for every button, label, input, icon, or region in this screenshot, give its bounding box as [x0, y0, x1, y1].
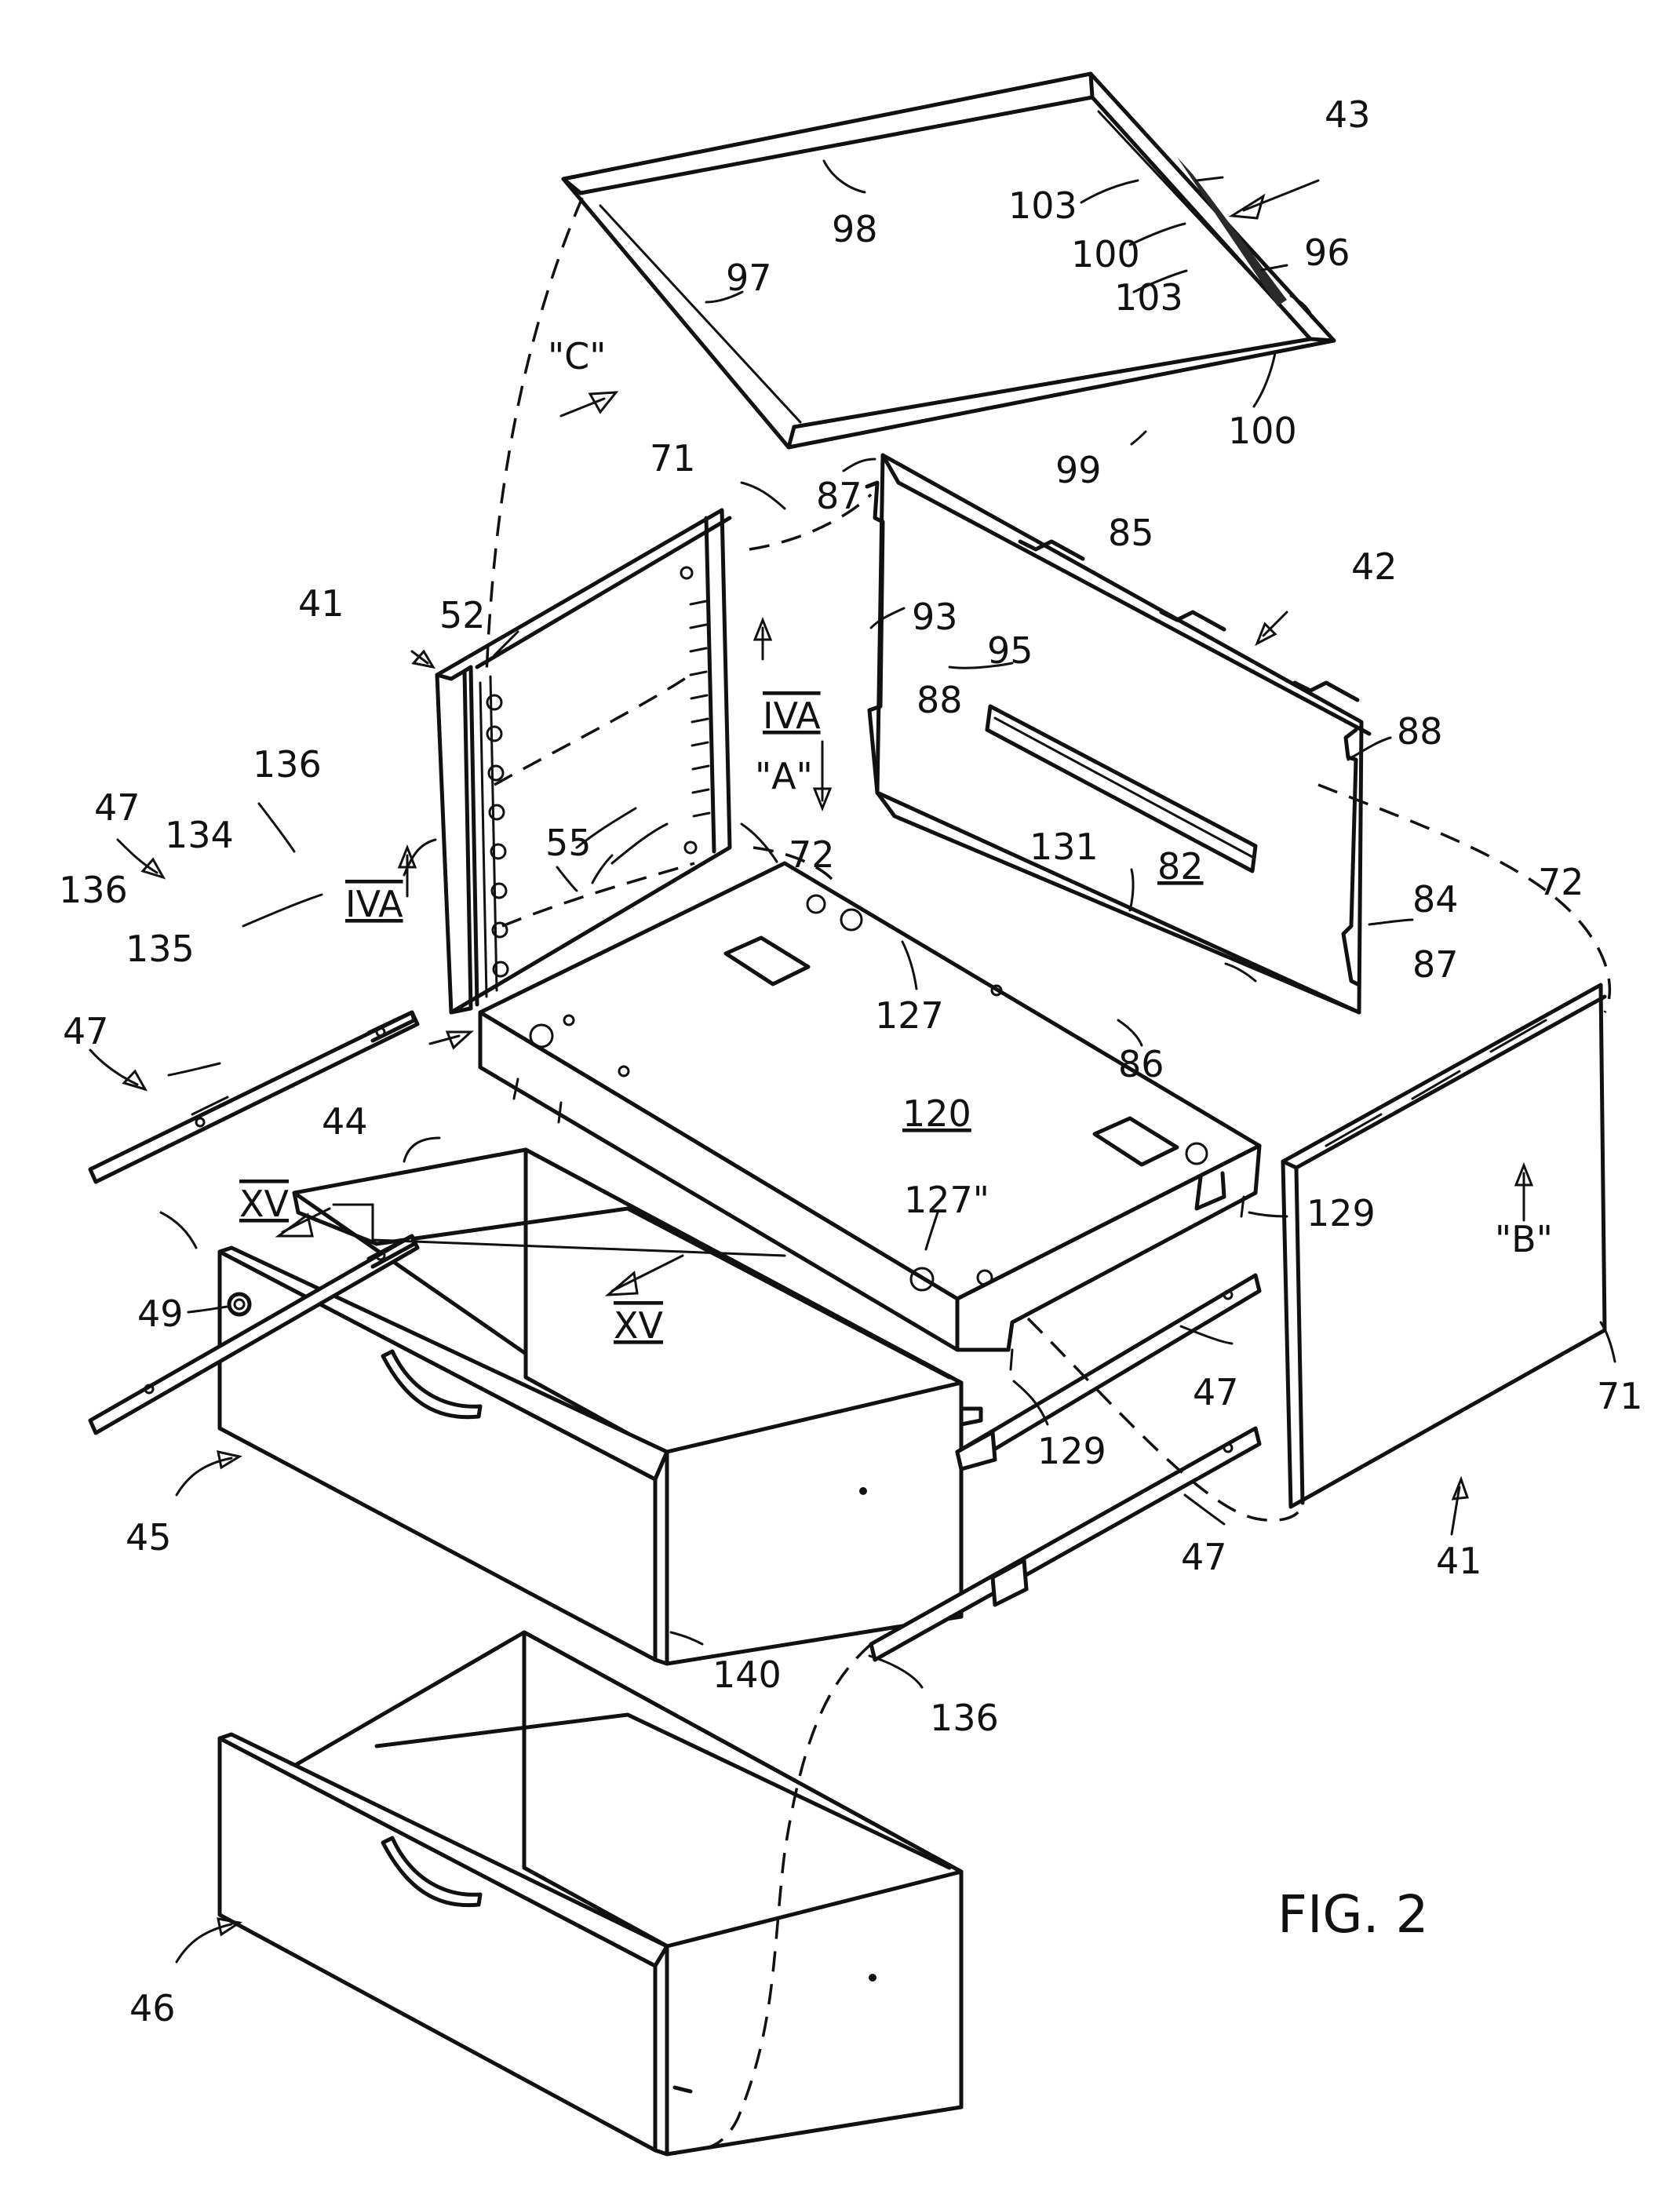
label-45: 45: [126, 1516, 172, 1559]
label-93: 93: [912, 596, 958, 638]
label-136-c: 136: [930, 1697, 999, 1739]
label-85: 85: [1108, 512, 1154, 554]
label-xv-top: XV: [239, 1183, 290, 1225]
label-140: 140: [712, 1654, 782, 1696]
label-41-a: 41: [298, 582, 344, 625]
label-c: "C": [548, 335, 606, 377]
label-52: 52: [439, 594, 486, 636]
label-42: 42: [1351, 545, 1398, 588]
label-129-a: 129: [1306, 1192, 1376, 1234]
label-97: 97: [726, 257, 772, 299]
label-88-b: 88: [1397, 710, 1443, 753]
label-88-a: 88: [917, 679, 963, 721]
label-55: 55: [545, 822, 592, 864]
label-87-b: 87: [1412, 943, 1459, 986]
label-135: 135: [126, 928, 195, 970]
label-99: 99: [1055, 449, 1102, 491]
label-iva-bottom: IVA: [345, 883, 403, 925]
label-49: 49: [137, 1293, 184, 1335]
label-43: 43: [1325, 93, 1371, 136]
label-136-b: 136: [59, 869, 128, 911]
label-71-b: 71: [1597, 1375, 1643, 1417]
label-47-b: 47: [63, 1010, 109, 1052]
label-iva-top: IVA: [763, 695, 821, 737]
figure-label: FIG. 2: [1277, 1884, 1429, 1945]
label-127-a: 127: [875, 994, 944, 1037]
label-87-a: 87: [816, 475, 862, 517]
label-71-a: 71: [650, 437, 696, 479]
label-98: 98: [832, 208, 878, 250]
label-b: "B": [1495, 1218, 1553, 1260]
label-100-b: 100: [1228, 410, 1297, 452]
label-100-a: 100: [1071, 233, 1140, 275]
label-134: 134: [165, 814, 234, 856]
label-86: 86: [1118, 1043, 1164, 1085]
label-127-double-prime: 127": [904, 1179, 989, 1221]
label-47-d: 47: [1181, 1536, 1227, 1578]
label-41-b: 41: [1436, 1540, 1482, 1582]
label-131: 131: [1030, 826, 1099, 868]
label-xv-bottom: XV: [614, 1304, 664, 1347]
label-44: 44: [322, 1100, 368, 1143]
label-103-a: 103: [1008, 184, 1077, 227]
label-129-b: 129: [1037, 1430, 1106, 1472]
label-46: 46: [129, 1987, 176, 2029]
label-103-b: 103: [1114, 276, 1183, 319]
label-72-a: 72: [789, 833, 835, 876]
label-a: "A": [755, 755, 813, 797]
label-84: 84: [1412, 878, 1459, 921]
label-47-c: 47: [1193, 1371, 1239, 1413]
label-47-a: 47: [94, 786, 140, 829]
label-96: 96: [1304, 232, 1350, 274]
label-72-b: 72: [1538, 861, 1584, 903]
label-95: 95: [987, 629, 1033, 672]
label-136-a: 136: [253, 743, 322, 786]
label-82: 82: [1157, 845, 1204, 888]
label-120: 120: [902, 1092, 971, 1135]
